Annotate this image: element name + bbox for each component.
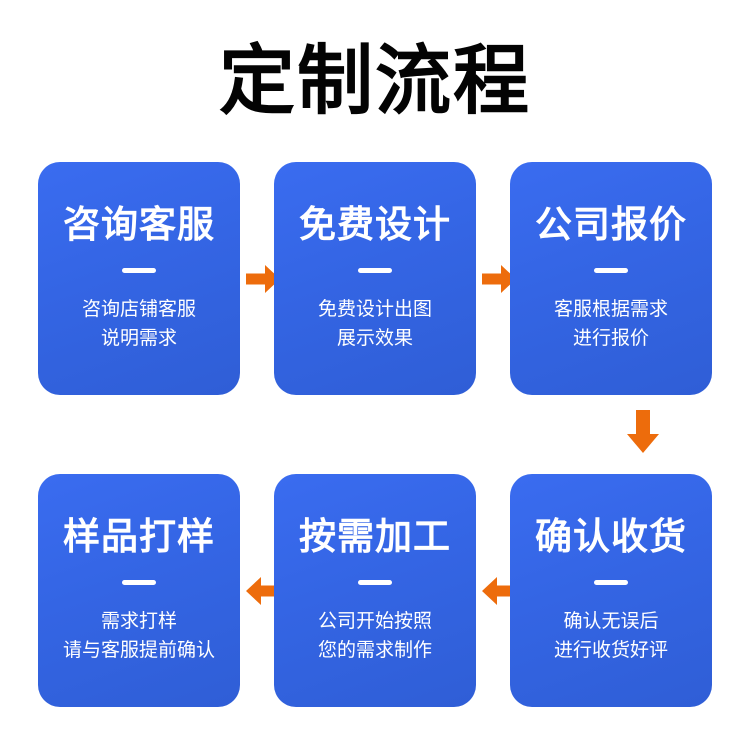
page-title: 定制流程 (219, 39, 531, 124)
step-description: 免费设计出图 展示效果 (317, 299, 432, 349)
flow-row-bottom: 样品打样 需求打样 请与客服提前确认 按需加工 公司开始按照 您的需求制作 (38, 474, 712, 707)
step-card-sample-proofing[interactable]: 样品打样 需求打样 请与客服提前确认 (38, 474, 240, 707)
step-title: 公司报价 (535, 204, 687, 245)
arrow-right-icon (480, 260, 518, 298)
arrow-left-icon (480, 572, 518, 610)
step-divider (594, 580, 628, 585)
step-card-production[interactable]: 按需加工 公司开始按照 您的需求制作 (274, 474, 476, 707)
step-divider (594, 268, 628, 273)
step-description: 客服根据需求 进行报价 (553, 299, 668, 349)
step-divider (358, 268, 392, 273)
arrow-down-icon (625, 408, 661, 455)
flow-row-top: 咨询客服 咨询店铺客服 说明需求 免费设计 免费设计出图 展示效果 (38, 162, 712, 395)
step-description: 咨询店铺客服 说明需求 (81, 299, 196, 349)
step-title: 咨询客服 (63, 204, 215, 245)
step-title: 按需加工 (299, 516, 451, 557)
step-divider (122, 268, 156, 273)
step-card-consult[interactable]: 咨询客服 咨询店铺客服 说明需求 (38, 162, 240, 395)
step-card-quotation[interactable]: 公司报价 客服根据需求 进行报价 (510, 162, 712, 395)
arrow-right-icon (244, 260, 282, 298)
step-description: 确认无误后 进行收货好评 (553, 611, 668, 661)
process-flow-diagram: 咨询客服 咨询店铺客服 说明需求 免费设计 免费设计出图 展示效果 (38, 162, 712, 707)
step-card-confirm-receipt[interactable]: 确认收货 确认无误后 进行收货好评 (510, 474, 712, 707)
step-title: 样品打样 (63, 516, 215, 557)
step-divider (358, 580, 392, 585)
step-card-free-design[interactable]: 免费设计 免费设计出图 展示效果 (274, 162, 476, 395)
step-divider (122, 580, 156, 585)
step-description: 需求打样 请与客服提前确认 (62, 611, 215, 661)
step-title: 确认收货 (535, 516, 687, 557)
arrow-left-icon (244, 572, 282, 610)
step-title: 免费设计 (299, 204, 451, 245)
step-description: 公司开始按照 您的需求制作 (317, 611, 432, 661)
